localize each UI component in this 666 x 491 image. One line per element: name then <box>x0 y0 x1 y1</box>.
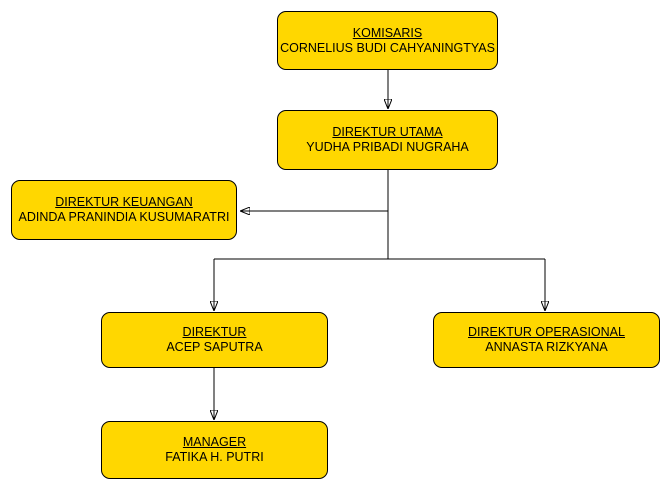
node-title: DIREKTUR OPERASIONAL <box>468 325 625 339</box>
node-person-name: ANNASTA RIZKYANA <box>485 340 608 354</box>
org-node-direktur-utama: DIREKTUR UTAMA YUDHA PRIBADI NUGRAHA <box>277 110 498 170</box>
node-title: DIREKTUR KEUANGAN <box>55 195 193 209</box>
org-node-direktur: DIREKTUR ACEP SAPUTRA <box>101 312 328 368</box>
org-node-manager: MANAGER FATIKA H. PUTRI <box>101 421 328 479</box>
org-node-direktur-operasional: DIREKTUR OPERASIONAL ANNASTA RIZKYANA <box>433 312 660 368</box>
node-title: KOMISARIS <box>352 25 423 40</box>
node-person-name: ADINDA PRANINDIA KUSUMARATRI <box>18 210 230 224</box>
org-node-direktur-keuangan: DIREKTUR KEUANGAN ADINDA PRANINDIA KUSUM… <box>11 180 237 240</box>
node-person-name: ACEP SAPUTRA <box>166 340 263 354</box>
org-node-komisaris: KOMISARIS CORNELIUS BUDI CAHYANINGTYAS <box>277 11 498 70</box>
node-title: MANAGER <box>182 435 247 449</box>
node-person-name: YUDHA PRIBADI NUGRAHA <box>306 140 469 154</box>
node-title: DIREKTUR UTAMA <box>332 125 443 139</box>
node-title: DIREKTUR <box>182 325 247 339</box>
node-person-name: FATIKA H. PUTRI <box>165 450 264 464</box>
node-person-name: CORNELIUS BUDI CAHYANINGTYAS <box>280 40 495 55</box>
